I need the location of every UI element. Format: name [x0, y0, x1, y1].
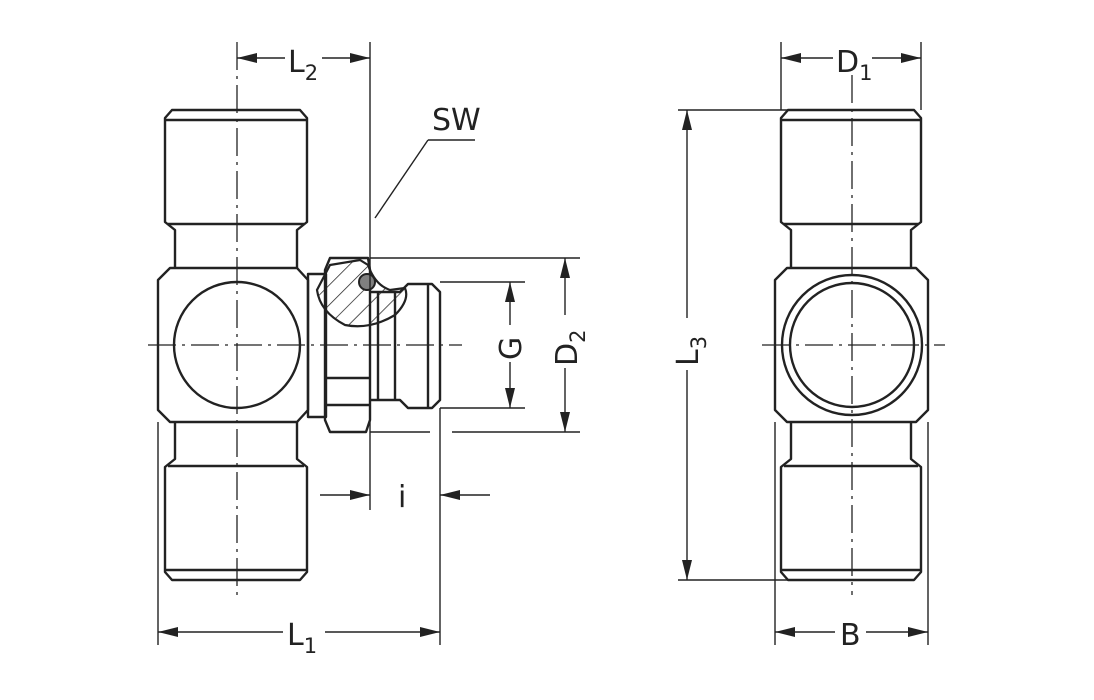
dim-label-b: B — [840, 618, 861, 653]
section-hatch — [315, 258, 408, 328]
dim-label-l2: L2 — [288, 45, 318, 85]
top-tube — [163, 108, 309, 237]
dim-label-d1: D1 — [836, 45, 872, 85]
dimensions-left: L2 SW G D2 i L1 — [157, 42, 590, 658]
side-view — [148, 42, 462, 595]
front-view — [762, 75, 945, 595]
dim-label-l3: L3 — [671, 336, 711, 366]
bottom-tube — [163, 452, 309, 582]
dim-label-g: G — [494, 337, 529, 360]
dim-label-d2: D2 — [550, 330, 590, 366]
o-ring — [358, 273, 376, 291]
dim-label-l1: L1 — [287, 618, 317, 658]
dim-label-sw: SW — [432, 103, 481, 138]
top-neck — [173, 237, 299, 268]
bottom-neck — [173, 422, 299, 452]
dimensions-right: D1 L3 B — [671, 42, 929, 653]
dim-label-i: i — [398, 480, 406, 515]
hex-nut — [323, 256, 372, 434]
